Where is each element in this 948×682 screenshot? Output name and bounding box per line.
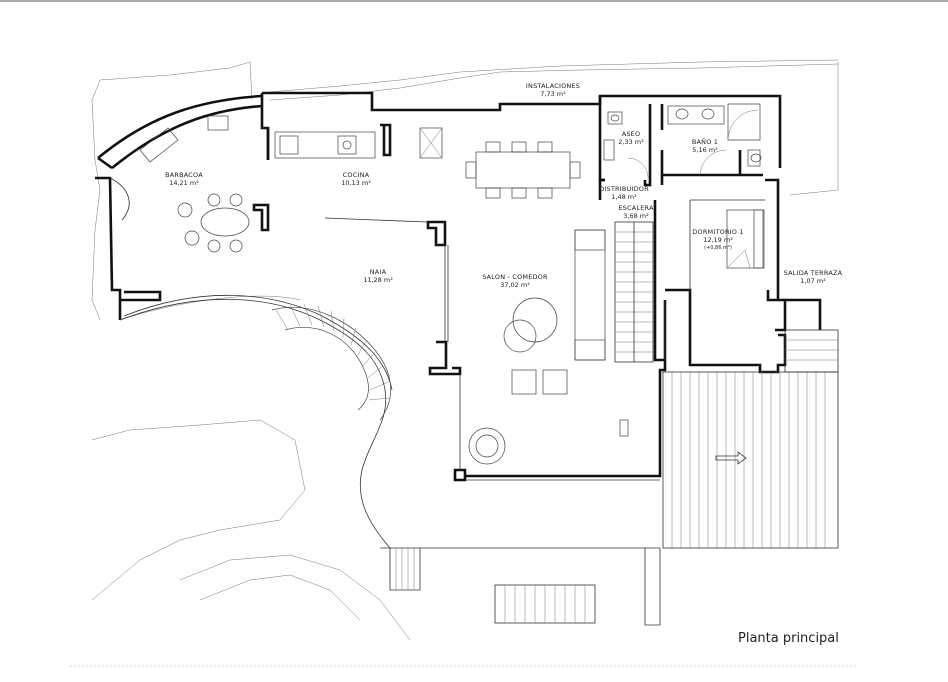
room-area-instalaciones: 7,73 m² xyxy=(540,90,566,98)
dining-table xyxy=(465,141,581,199)
room-area-salida-terraza: 1,07 m² xyxy=(800,277,826,285)
naia-curved-wall xyxy=(119,294,393,549)
room-name-salon-comedor: SALON - COMEDOR xyxy=(482,273,548,281)
room-name-cocina: COCINA xyxy=(343,171,370,179)
main-staircase xyxy=(614,221,654,363)
lower-steps xyxy=(380,547,661,626)
room-name-bano-1: BAÑO 1 xyxy=(692,137,718,146)
room-name-instalaciones: INSTALACIONES xyxy=(526,82,580,90)
room-area-distribuidor: 1,48 m² xyxy=(611,193,637,201)
exterior-walls xyxy=(95,91,822,482)
bathroom-fixtures xyxy=(603,103,762,179)
interior-partitions xyxy=(324,199,765,481)
room-labels: INSTALACIONES 7,73 m² ASEO 2,33 m² BAÑO … xyxy=(165,82,843,289)
room-name-aseo: ASEO xyxy=(622,130,641,138)
room-area-cocina: 10,13 m² xyxy=(341,179,371,187)
barbecue-furniture xyxy=(109,115,250,253)
room-name-salida-terraza: SALIDA TERRAZA xyxy=(784,269,843,277)
room-area-naia: 11,28 m² xyxy=(363,276,393,284)
room-area-dormitorio-1: 12,19 m² xyxy=(703,236,733,244)
room-name-naia: NAIA xyxy=(370,268,387,276)
room-area-aseo: 2,33 m² xyxy=(618,138,644,146)
room-area-escalera: 3,68 m² xyxy=(623,212,649,220)
room-area-bano-1: 5,16 m² xyxy=(692,146,718,154)
site-terrain-lines xyxy=(91,59,839,641)
plan-title: Planta principal xyxy=(738,631,839,646)
terrace-decking xyxy=(662,329,839,549)
curved-stair xyxy=(271,303,391,421)
kitchen-counter xyxy=(274,127,443,159)
room-area-barbacoa: 14,21 m² xyxy=(169,179,199,187)
room-name-escalera: ESCALERA xyxy=(618,204,654,212)
room-area-salon-comedor: 37,02 m² xyxy=(500,281,530,289)
room-name-barbacoa: BARBACOA xyxy=(165,171,203,179)
room-name-dormitorio-1: DORMITORIO 1 xyxy=(692,228,743,236)
room-note-dormitorio-1: (+0,86 m²) xyxy=(704,245,732,251)
living-furniture xyxy=(468,229,629,465)
bed xyxy=(726,209,765,269)
room-name-distribuidor: DISTRIBUIDOR xyxy=(599,185,649,193)
